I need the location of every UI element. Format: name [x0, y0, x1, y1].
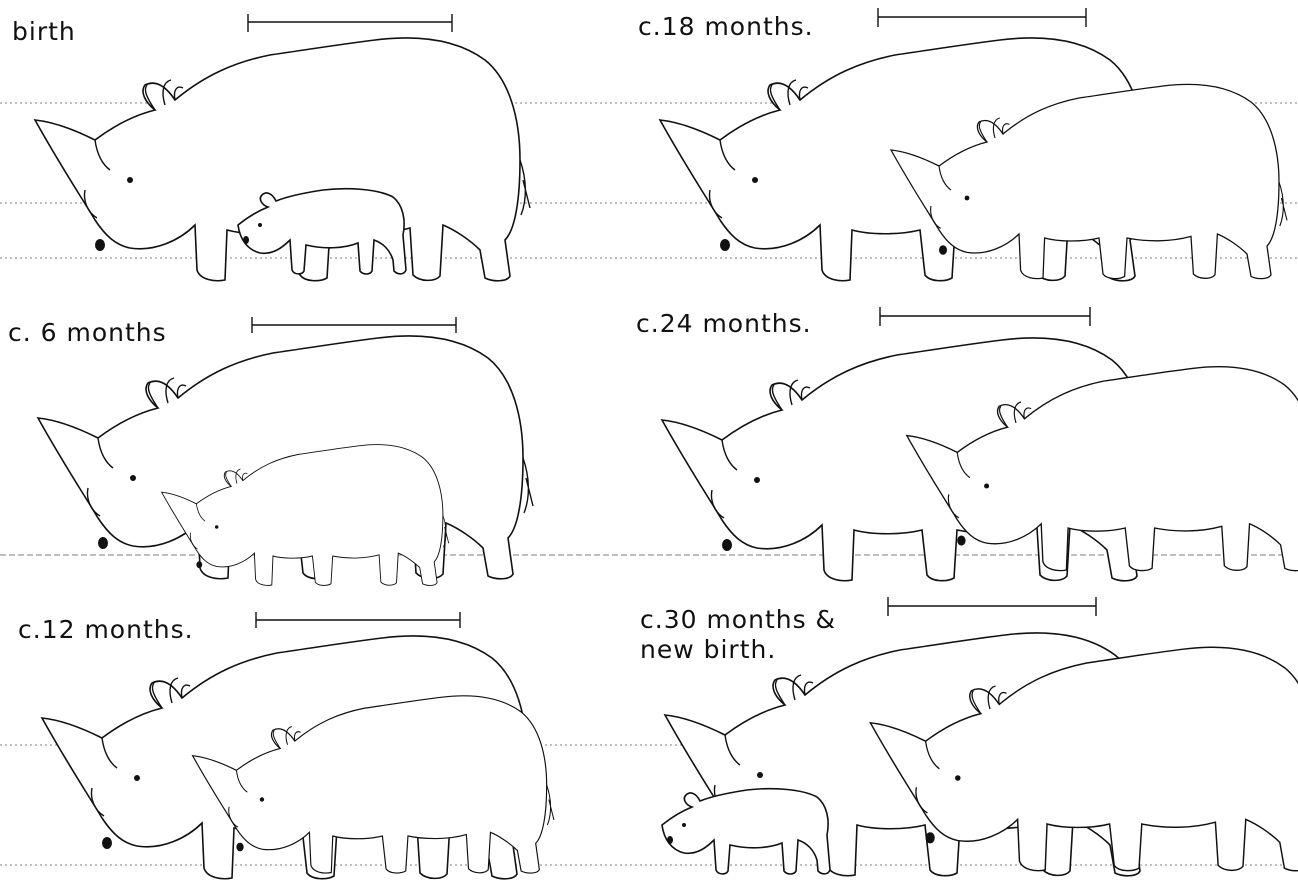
panel-label-12-months: c.12 months.: [18, 615, 194, 645]
panel-label-24-months: c.24 months.: [636, 309, 812, 339]
scale-bar: [248, 14, 452, 32]
panel-label-birth: birth: [12, 17, 76, 47]
scale-bar: [252, 317, 456, 333]
calf-rhino: [662, 789, 830, 874]
scale-bar: [256, 612, 460, 628]
panel-label-18-months: c.18 months.: [638, 12, 814, 42]
scale-bar: [888, 597, 1096, 616]
scale-bar: [878, 8, 1086, 27]
scale-bar: [880, 307, 1090, 326]
panel-label-30-months: c.30 months & new birth.: [640, 605, 836, 665]
panel-label-6-months: c. 6 months: [8, 318, 167, 348]
